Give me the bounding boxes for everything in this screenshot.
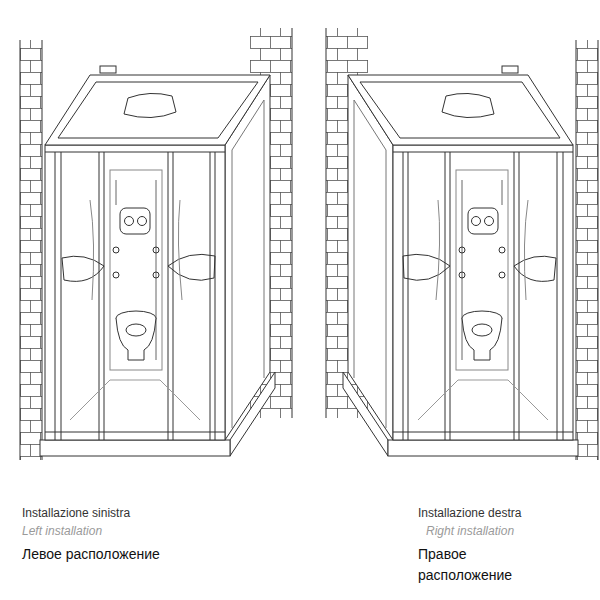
caption-english: Left installation: [22, 524, 102, 538]
caption-italian: Installazione sinistra: [22, 506, 130, 520]
caption-italian: Installazione destra: [418, 506, 521, 520]
left-installation-drawing: [20, 28, 292, 460]
caption-russian: Левое расположение: [22, 544, 160, 565]
caption-english: Right installation: [426, 524, 514, 538]
right-installation-drawing: [326, 28, 598, 460]
caption-russian: Правое расположение: [418, 544, 543, 586]
